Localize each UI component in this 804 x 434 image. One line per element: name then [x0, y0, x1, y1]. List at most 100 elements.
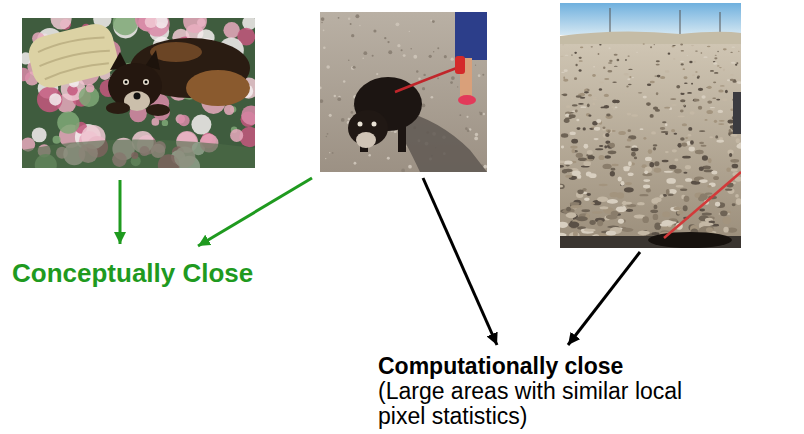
sand-grain — [483, 165, 487, 169]
pebble — [566, 105, 571, 108]
pebble — [687, 54, 689, 56]
pebble — [690, 111, 695, 114]
pebble — [560, 185, 563, 188]
pebble — [587, 193, 591, 196]
sand-grain — [387, 41, 389, 43]
pebble — [699, 208, 705, 211]
pebble — [680, 92, 684, 95]
pebble — [572, 104, 578, 106]
pebble — [676, 185, 684, 187]
pebble — [673, 207, 681, 211]
pebble — [592, 98, 597, 100]
pebble — [622, 228, 634, 232]
sand-grain — [321, 22, 322, 23]
pebble — [583, 144, 588, 149]
pebble — [607, 130, 610, 133]
sand-grain — [430, 20, 432, 22]
pebble — [576, 127, 580, 130]
pebble — [628, 84, 632, 86]
sand-grain — [409, 31, 410, 32]
pebble — [636, 51, 638, 53]
pebble — [566, 207, 571, 212]
pebble — [587, 103, 590, 107]
pebble — [642, 216, 649, 223]
pebble — [664, 171, 673, 173]
pebble — [614, 54, 618, 56]
pebble — [682, 156, 691, 159]
sand-grain — [338, 17, 340, 19]
pebble — [650, 81, 655, 83]
pebble — [681, 63, 684, 65]
pebble — [609, 47, 611, 49]
sand-grain — [351, 111, 354, 114]
pebble — [602, 126, 605, 129]
pebble — [678, 116, 685, 118]
pebble — [692, 74, 695, 76]
sand-grain — [323, 29, 325, 31]
pebble — [656, 60, 660, 62]
pebble — [718, 123, 724, 125]
pebble — [718, 110, 724, 113]
pebble — [617, 192, 624, 199]
sand-grain — [362, 57, 364, 59]
pebble — [561, 72, 565, 73]
sand-grain — [397, 44, 400, 47]
black-arrow — [568, 252, 640, 345]
flower-pattern — [162, 120, 168, 126]
pebble — [604, 78, 609, 80]
sand-grain — [321, 17, 325, 21]
pebble — [625, 146, 631, 148]
pebble — [571, 139, 578, 144]
sand-grain — [432, 20, 435, 23]
pebble — [606, 214, 618, 219]
sand-grain — [348, 18, 350, 20]
sand-grain — [351, 34, 354, 37]
flower-pattern — [53, 136, 61, 144]
pebble — [660, 127, 665, 130]
pebble — [656, 64, 660, 66]
pebble — [682, 123, 687, 126]
pebble — [610, 143, 615, 148]
pebble — [717, 65, 720, 66]
pebble — [736, 62, 738, 64]
pebble — [628, 161, 632, 166]
pebble — [713, 176, 719, 180]
sand-grain — [327, 133, 329, 135]
pebble — [695, 50, 698, 51]
pebble — [680, 110, 684, 113]
pebble — [729, 129, 732, 133]
pebble — [564, 160, 573, 164]
pebble — [628, 69, 632, 70]
pebble — [706, 110, 713, 114]
pebble — [650, 209, 658, 213]
pebble — [731, 168, 738, 171]
pebble — [654, 161, 659, 166]
pebble — [662, 160, 669, 163]
pebble — [701, 52, 703, 54]
pebble — [625, 59, 627, 61]
pebble — [650, 46, 652, 48]
pebble — [689, 147, 695, 152]
pebble — [715, 202, 720, 207]
pebble — [631, 152, 636, 157]
sand-grain — [451, 76, 455, 80]
pebble — [632, 77, 635, 78]
flower-pattern — [145, 18, 157, 28]
pebble — [573, 231, 578, 237]
sand-grain — [475, 64, 476, 65]
pebble — [661, 220, 673, 226]
pebble — [736, 198, 741, 205]
flower-pattern — [37, 87, 62, 112]
pebble — [698, 88, 703, 91]
pebble — [589, 220, 595, 225]
dog-beach-photo — [320, 12, 487, 172]
pebble — [697, 76, 700, 78]
pebble — [694, 99, 700, 102]
sand-grain — [325, 158, 326, 159]
flower-pattern — [113, 18, 138, 35]
pebble — [651, 131, 656, 134]
sand-grain — [444, 55, 447, 58]
pebble — [570, 131, 576, 135]
pebble — [605, 133, 609, 137]
pebble — [732, 80, 736, 83]
